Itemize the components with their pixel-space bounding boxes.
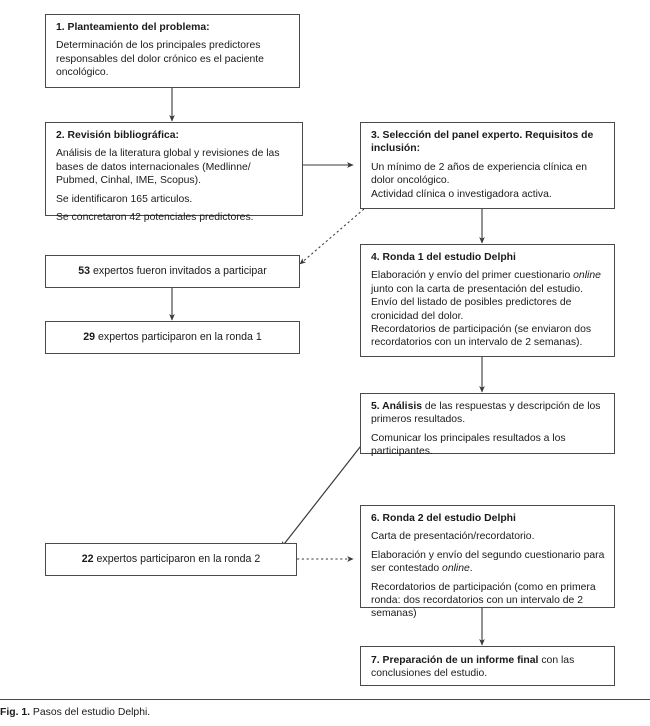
node-1-problem-statement: 1. Planteamiento del problema: Determina…: [45, 14, 300, 88]
node-4-title: 4. Ronda 1 del estudio Delphi: [371, 252, 516, 263]
figure-caption-text: Pasos del estudio Delphi.: [32, 707, 151, 718]
node-7-title: 7. Preparación de un informe final con l…: [371, 654, 606, 681]
caption-divider: [0, 699, 650, 700]
arrow-n5-to-round2: [280, 441, 365, 549]
node-7-title-bold: 7. Preparación de un informe final: [371, 655, 539, 666]
node-7-title-rest: con las conclusiones del estudio.: [371, 655, 575, 680]
node-4-body-1-pre: Elaboración y envío del primer cuestiona…: [371, 270, 574, 282]
experts-round-2-label: expertos participaron en la ronda 2: [93, 553, 261, 565]
node-2-body-2: Se identificaron 165 articulos.: [56, 193, 193, 205]
node-4-delphi-round-1: 4. Ronda 1 del estudio Delphi Elaboració…: [360, 244, 615, 357]
experts-round-1-label: expertos participaron en la ronda 1: [95, 331, 262, 343]
node-4-body-3: Recordatorios de participación (se envia…: [371, 324, 592, 349]
node-5-body-2: Comunicar los principales resultados a l…: [371, 432, 566, 458]
node-6-body-3: Recordatorios de participación (como en …: [371, 581, 596, 620]
figure-label: Fig. 1.: [0, 707, 31, 718]
node-4-body-2: Envío del listado de posibles predictore…: [371, 297, 572, 322]
node-experts-invited-text: 53 expertos fueron invitados a participa…: [78, 265, 266, 278]
node-experts-invited: 53 expertos fueron invitados a participa…: [45, 255, 300, 288]
node-3-title: 3. Selección del panel experto. Requisit…: [371, 130, 594, 155]
node-6-delphi-round-2: 6. Ronda 2 del estudio Delphi Carta de p…: [360, 505, 615, 619]
node-5-analysis: 5. Análisis de las respuestas y descripc…: [360, 393, 615, 457]
experts-round-1-count: 29: [83, 331, 96, 343]
node-6-title: 6. Ronda 2 del estudio Delphi: [371, 513, 516, 524]
figure-caption: Fig. 1. Pasos del estudio Delphi.: [0, 706, 650, 719]
node-6-body-2-italic: online: [442, 563, 470, 575]
arrow-n3-to-invited: [299, 208, 365, 265]
node-6-body-1: Carta de presentación/recordatorio.: [371, 531, 535, 543]
node-3-body-1: Un mínimo de 2 años de experiencia clíni…: [371, 161, 588, 187]
node-2-body-3: Se concretaron 42 potenciales predictore…: [56, 212, 254, 224]
node-7-final-report: 7. Preparación de un informe final con l…: [360, 646, 615, 686]
node-4-body-1-post: junto con la carta de presentación del e…: [371, 283, 583, 295]
node-6-body-2-pre: Elaboración y envío del segundo cuestion…: [371, 549, 605, 575]
experts-invited-label: expertos fueron invitados a participar: [90, 265, 267, 277]
node-experts-round-1-text: 29 expertos participaron en la ronda 1: [83, 331, 261, 344]
node-6-body-2: Elaboración y envío del segundo cuestion…: [371, 549, 606, 576]
node-1-body: Determinación de los principales predict…: [56, 40, 264, 79]
node-4-body-1-italic: online: [573, 270, 601, 282]
node-2-body-1: Análisis de la literatura global y revis…: [56, 148, 280, 187]
experts-round-2-count: 22: [81, 553, 94, 565]
node-experts-round-1: 29 expertos participaron en la ronda 1: [45, 321, 300, 354]
node-6-body-2-post: .: [469, 563, 473, 575]
experts-invited-count: 53: [78, 265, 91, 277]
node-5-title-bold: 5. Análisis: [371, 401, 423, 412]
node-3-expert-panel-selection: 3. Selección del panel experto. Requisit…: [360, 122, 615, 209]
node-4-body-1: Elaboración y envío del primer cuestiona…: [371, 269, 606, 296]
node-experts-round-2-text: 22 expertos participaron en la ronda 2: [82, 553, 260, 566]
node-2-title: 2. Revisión bibliográfica:: [56, 130, 179, 141]
node-2-literature-review: 2. Revisión bibliográfica: Análisis de l…: [45, 122, 303, 223]
node-1-title: 1. Planteamiento del problema:: [56, 22, 210, 33]
node-3-body-2: Actividad clínica o investigadora activa…: [371, 188, 552, 200]
node-experts-round-2: 22 expertos participaron en la ronda 2: [45, 543, 297, 576]
node-5-title: 5. Análisis de las respuestas y descripc…: [371, 400, 606, 427]
node-5-title-rest: de las respuestas y descripción de los p…: [371, 401, 601, 426]
